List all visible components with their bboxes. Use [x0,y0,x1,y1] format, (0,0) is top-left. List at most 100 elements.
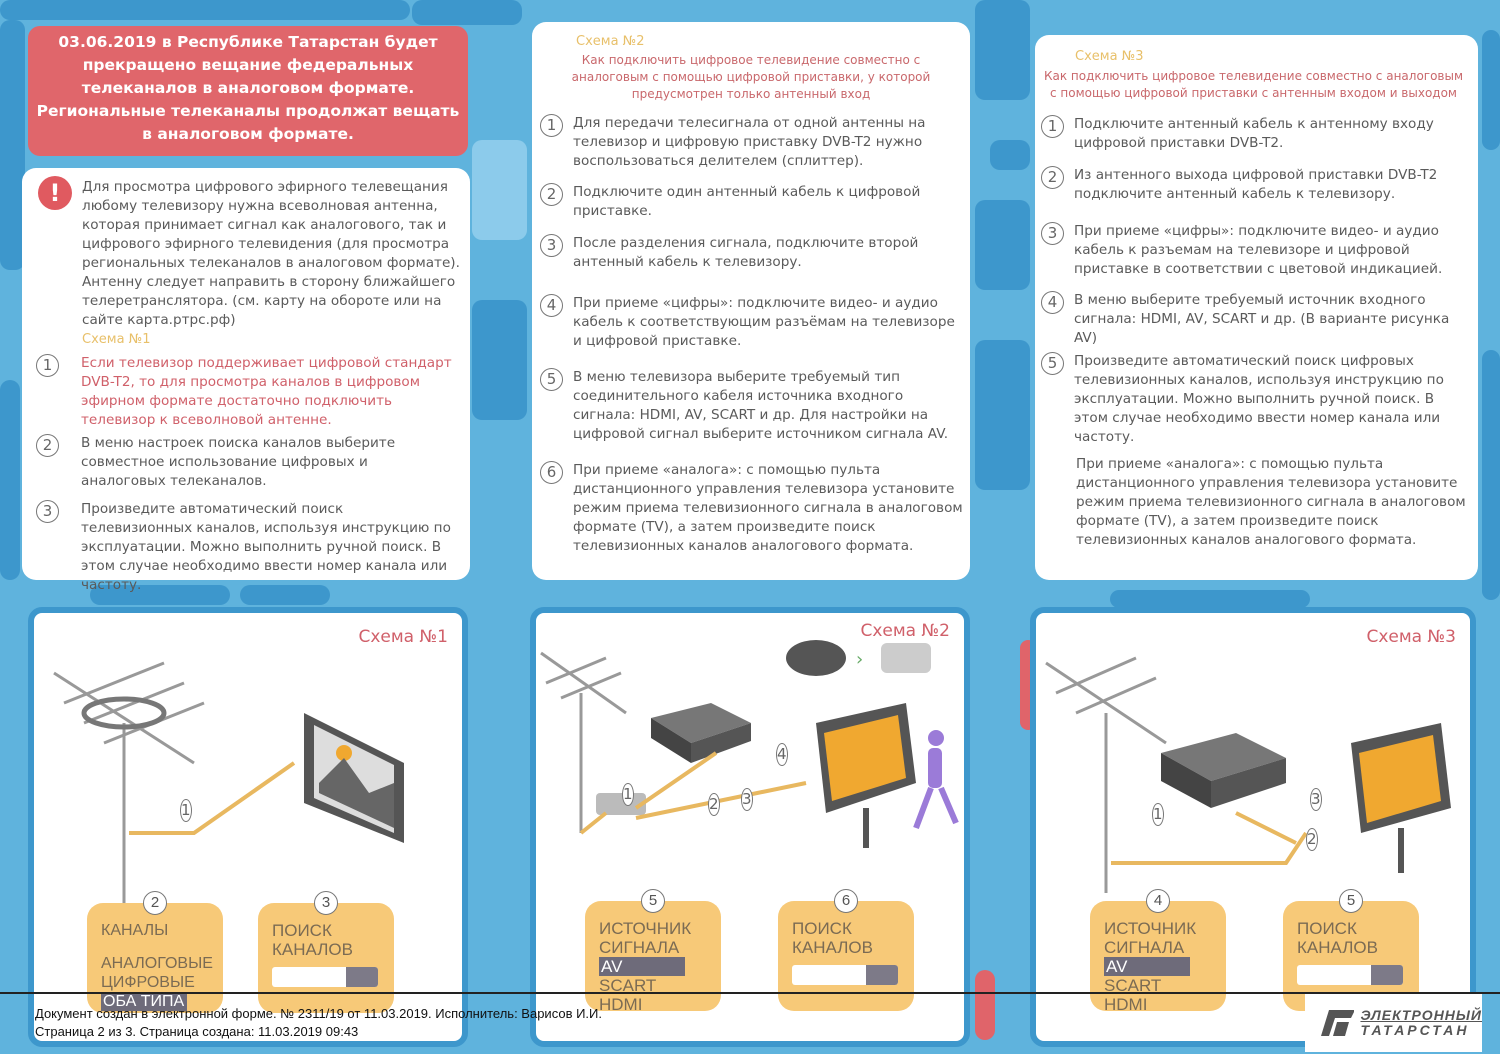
step-text: Если телевизор поддерживает цифровой ста… [81,355,452,428]
step-number: 3 [540,234,563,257]
channel-search-box: 3 ПОИСК КАНАЛОВ [258,891,394,1013]
step-number: 5 [641,889,665,913]
menu-title: СИГНАЛА [1104,938,1185,957]
bg-block [990,140,1030,170]
menu-option[interactable]: ЦИФРОВЫЕ [101,974,195,991]
menu-option[interactable]: АНАЛОГОВЫЕ [101,955,213,972]
menu-option[interactable]: SCART [1104,976,1162,995]
bg-block [975,0,1030,100]
bg-block [240,585,330,605]
scheme2-subtitle: Как подключить цифровое телевидение совм… [571,53,931,101]
scheme1-label: Схема №1 [82,332,151,347]
menu-option-selected[interactable]: ОБА ТИПА [101,992,187,1011]
tv-icon [816,703,916,848]
menu-option-selected[interactable]: AV [1104,957,1190,976]
scheme2-step: 6 При приеме «аналога»: с помощью пульта … [540,461,965,556]
callout-4: 4 [776,743,788,766]
step-number: 2 [540,183,563,206]
bg-block [975,340,1030,490]
menu-title: КАНАЛОВ [792,938,873,957]
step-text: Подключите антенный кабель к антенному в… [1074,116,1434,151]
intro-text: Для просмотра цифрового эфирного телевещ… [82,179,460,328]
bg-block [975,200,1030,290]
step-text: В меню телевизора выберите требуемый тип… [573,369,949,442]
bg-block [1482,350,1500,600]
bg-block [472,300,527,420]
antenna-icon [1045,656,1167,893]
scheme3-subtitle: Как подключить цифровое телевидение совм… [1043,69,1464,100]
scheme1-panel: ! Для просмотра цифрового эфирного телев… [22,168,470,593]
scheme1-step: 1 Если телевизор поддерживает цифровой ст… [36,354,456,430]
signal-source-menu-box: 4 ИСТОЧНИК СИГНАЛА AV SCART HDMI [1090,889,1226,1014]
step-text: При приеме «цифры»: подключите видео- и … [1074,223,1443,277]
menu-option[interactable]: SCART [599,976,657,995]
menu-title: ПОИСК [272,921,332,940]
svg-text:›: › [856,649,863,670]
bg-block [0,20,25,270]
bg-block [90,585,230,605]
step-number: 2 [36,434,59,457]
bg-block [1482,30,1500,150]
step-number: 1 [36,354,59,377]
diagram-title: Схема №1 [358,627,448,647]
tv-icon [1351,723,1451,873]
page-info: Страница 2 из 3. Страница создана: 11.03… [35,1024,359,1039]
antenna-icon [540,651,627,833]
step-text: Подключите один антенный кабель к цифров… [573,184,921,219]
menu-title: КАНАЛОВ [1297,938,1378,957]
scheme3-step: 1 Подключите антенный кабель к антенному … [1041,115,1471,153]
step-number: 4 [540,294,563,317]
logo-text: ТАТАРСТАН [1360,1022,1470,1038]
bg-block [975,970,995,1040]
menu-option[interactable]: HDMI [1104,995,1148,1014]
menu-title: ПОИСК [1297,919,1357,938]
menu-title: СИГНАЛА [599,938,680,957]
step-number: 6 [834,889,858,913]
footer-divider [0,992,1500,994]
set-top-box-icon [651,703,751,763]
document-info: Документ создан в электронной форме. № 2… [35,1006,602,1021]
diagram-scheme1: Схема №1 1 2 КАНАЛЫ АНАЛОГОВЫЕ ЦИФРОВЫЕ … [28,607,468,1047]
menu-option[interactable]: HDMI [599,995,643,1014]
step-number: 5 [1339,889,1363,913]
step-text: Для передачи телесигнала от одной антенн… [573,115,926,169]
step-number: 4 [1146,889,1170,913]
scheme2-step: 4 При приеме «цифры»: подключите видео- и… [540,294,965,351]
bg-block [412,0,522,25]
diagram-scheme3: Схема №3 1 2 3 4 ИСТОЧНИК СИГНАЛА AV SCA… [1030,607,1476,1047]
callout-3: 3 [1310,788,1322,811]
step-number: 6 [540,461,563,484]
search-progress-bar [1297,965,1403,985]
callout-2: 2 [1306,828,1318,851]
step-number: 2 [1041,166,1064,189]
logo-mark-icon [1321,1010,1355,1036]
step-text: При приеме «аналога»: с помощью пульта д… [573,462,963,554]
tv-icon [304,713,404,843]
callout-1: 1 [1152,803,1164,826]
step-number: 5 [1041,352,1064,375]
search-progress-bar [272,967,378,987]
bg-block [472,140,527,240]
diagram-scheme2: Схема №2 › 1 2 3 4 5 ИСТОЧНИК СИГНАЛА AV… [530,607,970,1047]
scheme2-panel: Схема №2 Как подключить цифровое телевид… [532,22,970,580]
menu-title: КАНАЛЫ [101,922,169,939]
step-number: 2 [143,891,167,915]
callout-3: 3 [741,788,753,811]
menu-option-selected[interactable]: AV [599,957,685,976]
logo-text: ЭЛЕКТРОННЫЙ [1360,1007,1482,1023]
step-number: 5 [540,368,563,391]
step-text: При приеме «цифры»: подключите видео- и … [573,295,955,349]
step-text: Произведите автоматический поиск телевиз… [81,501,451,593]
warning-icon: ! [38,176,72,210]
step-number: 4 [1041,291,1064,314]
step-number: 1 [1041,115,1064,138]
step-number: 3 [36,500,59,523]
scheme2-step: 2 Подключите один антенный кабель к цифро… [540,183,965,221]
step-text: После разделения сигнала, подключите вто… [573,235,919,270]
search-progress-bar [792,965,898,985]
menu-title: ИСТОЧНИК [599,919,692,938]
step-text: Из антенного выхода цифровой приставки D… [1074,167,1438,202]
